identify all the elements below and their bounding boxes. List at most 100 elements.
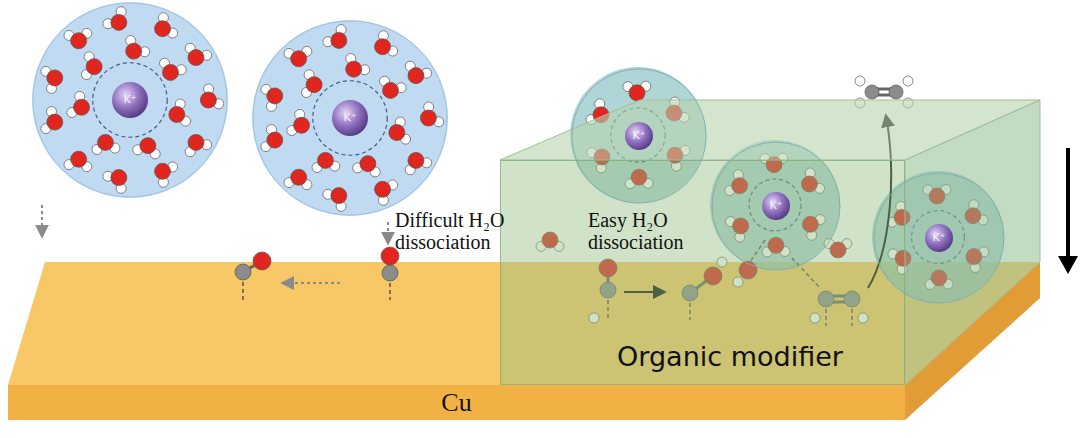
atom (733, 277, 743, 287)
atom (74, 99, 90, 115)
ion-label: K⁺ (123, 94, 136, 106)
atom (86, 59, 102, 75)
arrow (283, 282, 340, 284)
process-label: Difficult H₂O dissociation (395, 209, 545, 253)
atom (732, 178, 748, 194)
atom (600, 282, 616, 298)
atom (317, 152, 333, 168)
potassium-ion (625, 122, 653, 150)
layer-label: Organic modifier (617, 342, 843, 372)
atom (903, 76, 913, 86)
dashed-link (792, 258, 820, 288)
atom (169, 106, 185, 122)
atom (267, 88, 283, 104)
atom (542, 232, 558, 248)
ion-label: K⁺ (769, 200, 782, 212)
hydrated-ion: K⁺ (571, 68, 707, 204)
atom (382, 265, 398, 281)
modifier-layer: Organic modifierK⁺K⁺K⁺ (500, 160, 905, 385)
atom (408, 152, 424, 168)
shell-boundary (93, 63, 167, 137)
atom (599, 259, 617, 277)
hydrated-ion: K⁺ (252, 20, 448, 216)
atom (768, 237, 784, 253)
arrow (624, 291, 664, 293)
shell-outline (253, 21, 447, 215)
potassium-ion (332, 100, 368, 136)
process-label: Easy H₂O dissociation (588, 209, 723, 253)
atom (331, 188, 347, 204)
ion-label: K⁺ (343, 112, 356, 124)
atom (682, 285, 698, 301)
ion-shape (711, 141, 841, 271)
atom (291, 169, 307, 185)
potassium-ion (762, 192, 790, 220)
ion-label: K⁺ (932, 232, 945, 244)
atom (589, 313, 599, 323)
molecules (41, 7, 989, 326)
direction-arrowhead (1058, 256, 1078, 274)
modifier-side-face (905, 100, 1040, 385)
substrate-label: Cu (441, 388, 471, 418)
atom (360, 156, 376, 172)
atom (408, 68, 424, 84)
potassium-ion (925, 224, 953, 252)
atom (802, 216, 818, 232)
atom (346, 61, 362, 77)
hydrated-ion: K⁺ (873, 172, 1005, 304)
atom (389, 124, 405, 140)
atom (375, 181, 391, 197)
atom (47, 114, 63, 130)
atom (188, 50, 204, 66)
atom (855, 76, 865, 86)
atom (818, 291, 834, 307)
atom (140, 138, 156, 154)
label-text: Difficult H₂O dissociation (395, 209, 504, 253)
atom (291, 51, 307, 67)
atom (200, 92, 216, 108)
atom (704, 267, 722, 285)
atom (306, 77, 322, 93)
atom (629, 85, 645, 101)
atom (830, 242, 846, 258)
arrow (41, 205, 43, 236)
atom (71, 151, 87, 167)
hydrated-ion: K⁺ (711, 141, 841, 271)
ion-shape (873, 172, 1005, 304)
atom (810, 313, 820, 323)
atom (717, 257, 727, 267)
shell-outline (572, 69, 706, 203)
atom (375, 39, 391, 55)
atom (71, 33, 87, 49)
ion-shape (32, 2, 228, 198)
atom (739, 261, 757, 279)
atom (163, 64, 179, 80)
atom (188, 134, 204, 150)
hydration-shell (252, 20, 448, 216)
atom (47, 70, 63, 86)
atom (331, 32, 347, 48)
atom (733, 218, 749, 234)
atom (294, 117, 310, 133)
dashed-link (389, 283, 391, 300)
atom (889, 85, 903, 99)
atom (865, 85, 879, 99)
arrow (387, 222, 389, 243)
ion-shape (252, 20, 448, 216)
atom (253, 252, 271, 270)
dashed-link (825, 309, 827, 326)
atom (858, 313, 868, 323)
dashed-link (750, 240, 765, 262)
shell-boundary (749, 179, 801, 231)
shell-boundary (313, 81, 387, 155)
atom (126, 43, 142, 59)
atom (97, 134, 113, 150)
ion-shape (571, 68, 707, 204)
atom (381, 247, 399, 265)
dashed-link (242, 282, 244, 300)
hydration-shell (32, 2, 228, 198)
